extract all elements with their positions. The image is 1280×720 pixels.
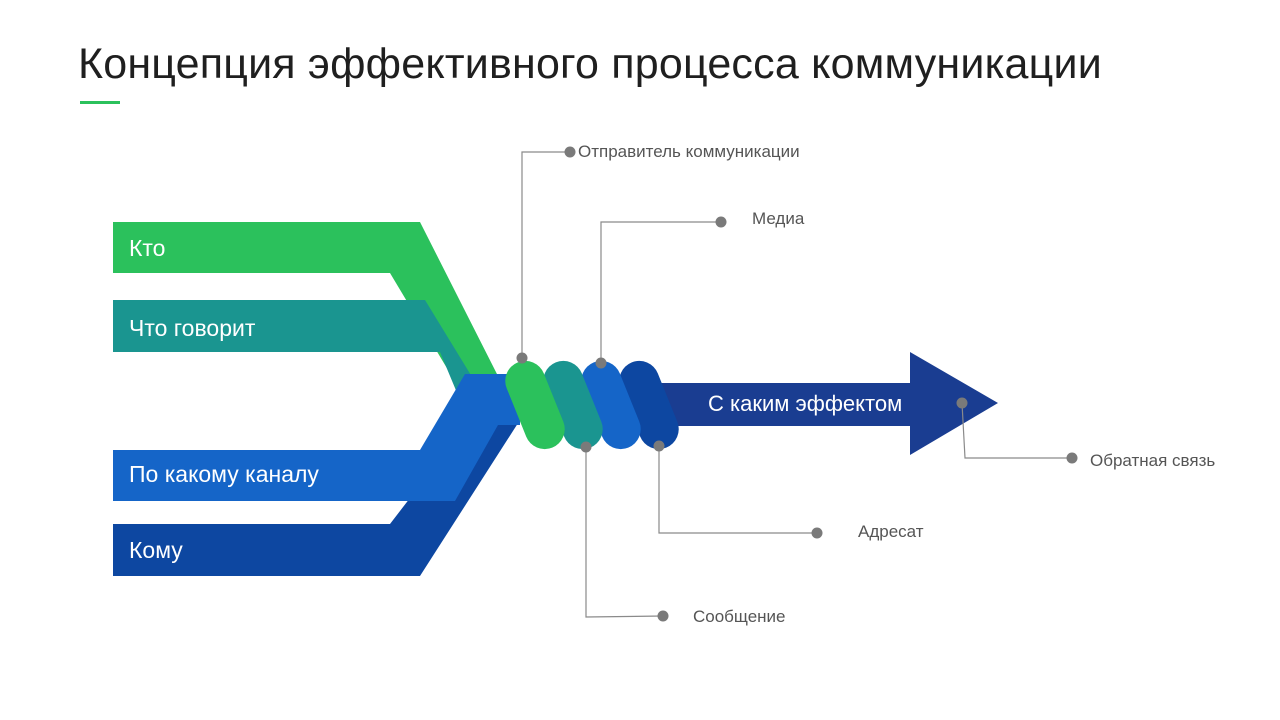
callout-dot <box>516 352 528 364</box>
callout-dot <box>580 441 592 453</box>
callout-dot <box>715 216 727 228</box>
rope-knot <box>505 360 679 450</box>
rope-segment-blue <box>581 360 641 450</box>
band-label-whom: Кому <box>129 537 183 563</box>
callout-label-addressee: Адресат <box>858 522 924 541</box>
callout-label-media: Медиа <box>752 209 805 228</box>
callout-dot <box>653 440 665 452</box>
callout-line-media <box>600 221 721 363</box>
callout-line-feedback <box>961 402 1072 459</box>
rope-segment-green <box>505 360 565 450</box>
callout-label-sender: Отправитель коммуникации <box>578 142 800 161</box>
callout-dot <box>564 146 576 158</box>
band-label-who: Кто <box>129 235 166 261</box>
band-who <box>113 222 500 400</box>
callout-line-sender <box>521 151 570 358</box>
callout-dot <box>595 357 607 369</box>
arrow-label-effect: С каким эффектом <box>708 391 903 416</box>
callout-label-message: Сообщение <box>693 607 786 626</box>
band-label-channel: По какому каналу <box>129 461 319 487</box>
rope-segment-navy <box>619 360 679 450</box>
band-what <box>113 300 480 412</box>
title-underline <box>80 101 120 104</box>
callout-dot <box>657 610 669 622</box>
callout-dot <box>811 527 823 539</box>
band-whom <box>113 420 520 576</box>
rope-segment-teal <box>543 360 603 450</box>
band-label-what: Что говорит <box>129 315 256 341</box>
effect-arrow <box>655 352 998 455</box>
band-channel <box>113 374 520 501</box>
callout-label-feedback: Обратная связь <box>1090 451 1216 470</box>
callout-line-addressee <box>658 446 817 534</box>
callout-line-message <box>585 447 664 618</box>
callout-dot <box>956 397 968 409</box>
callout-dot <box>1066 452 1078 464</box>
page-title: Концепция эффективного процесса коммуник… <box>78 40 1102 88</box>
